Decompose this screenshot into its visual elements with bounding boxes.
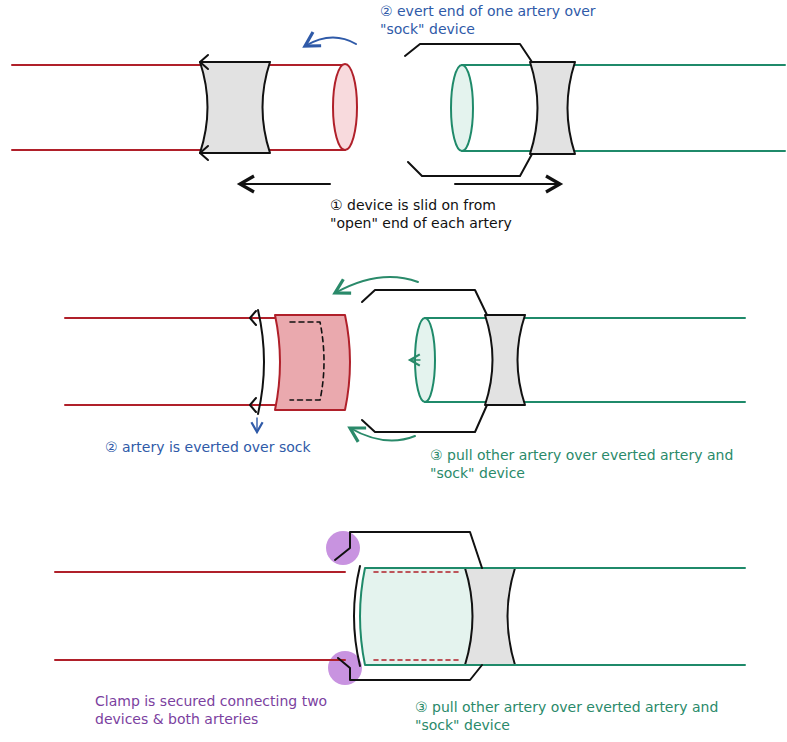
step-note: ③ pull other artery over everted artery … bbox=[415, 698, 735, 734]
clamp-note: Clamp is secured connecting two devices … bbox=[95, 692, 365, 728]
step-note: ② artery is everted over sock bbox=[105, 438, 385, 456]
step-note: ② evert end of one artery over "sock" de… bbox=[380, 2, 610, 38]
step-note: ③ pull other artery over everted artery … bbox=[430, 446, 750, 482]
step-note: ① device is slid on from "open" end of e… bbox=[330, 196, 545, 232]
